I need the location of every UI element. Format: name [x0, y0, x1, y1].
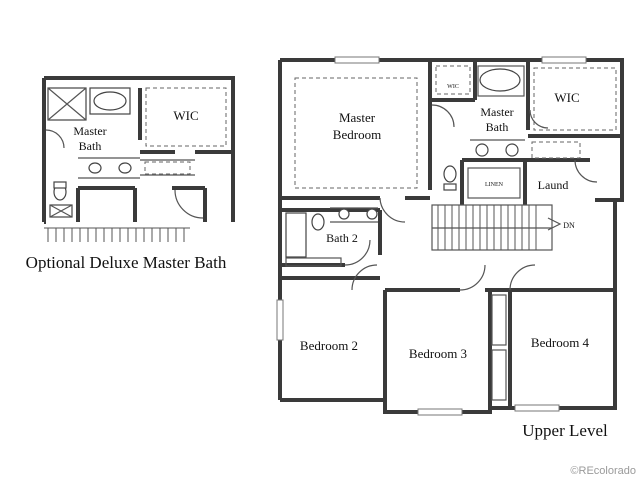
optional-bath-plan: WIC Master Bath Optional Deluxe Master B…	[26, 76, 235, 272]
bath2-label: Bath 2	[326, 231, 358, 245]
bathtub-icon	[285, 212, 307, 258]
bedroom3-label: Bedroom 3	[409, 346, 467, 361]
wic-label: WIC	[554, 90, 579, 105]
wic-shelving	[533, 67, 617, 131]
bathtub-icon	[479, 68, 521, 92]
sink-icon	[366, 208, 378, 220]
laundry-label: Laund	[538, 178, 569, 192]
small-wic-label: WIC	[447, 84, 459, 90]
optional-wic-label: WIC	[173, 108, 198, 123]
master-bath-label-2: Bath	[486, 120, 509, 134]
sink-icon	[338, 208, 350, 220]
sink-icon	[88, 162, 102, 174]
watermark: ©REcolorado	[570, 465, 636, 477]
upper-level-title: Upper Level	[522, 421, 608, 440]
linen-label: LINEN	[485, 182, 504, 188]
optional-master-bath-label-1: Master	[73, 124, 106, 138]
toilet-icon	[443, 165, 457, 183]
master-bedroom-closet	[294, 77, 418, 189]
sink-icon	[118, 162, 132, 174]
stairs-down-label: DN	[563, 221, 575, 230]
master-bath-label-1: Master	[480, 105, 513, 119]
sink-icon	[505, 143, 519, 157]
upper-level-plan: Master Bedroom WIC Master Bath WIC LINEN…	[276, 56, 624, 440]
wic-shelving	[145, 87, 227, 147]
bedroom2-label: Bedroom 2	[300, 338, 358, 353]
optional-master-bath-label-2: Bath	[79, 139, 102, 153]
stair-stub	[44, 227, 190, 242]
toilet-icon	[311, 213, 325, 231]
bedroom4-label: Bedroom 4	[531, 335, 590, 350]
sink-icon	[475, 143, 489, 157]
staircase	[431, 204, 562, 251]
master-bedroom-label-2: Bedroom	[333, 127, 381, 142]
master-bedroom-label-1: Master	[339, 110, 376, 125]
optional-bath-title: Optional Deluxe Master Bath	[26, 253, 227, 272]
